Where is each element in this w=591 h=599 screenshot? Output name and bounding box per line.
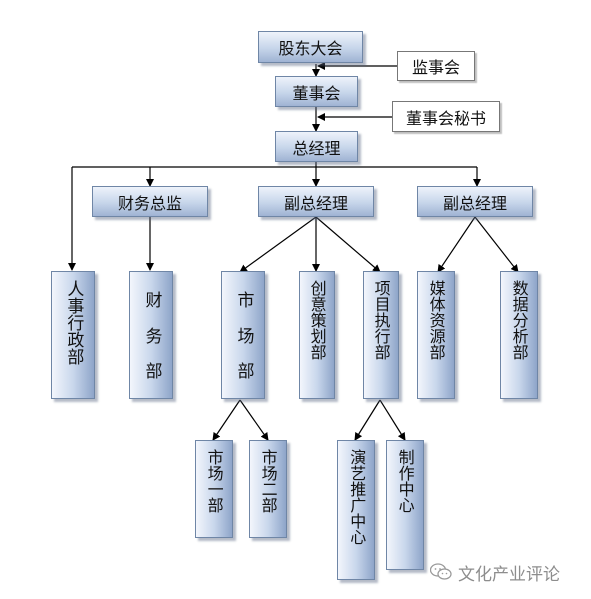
wechat-icon <box>430 563 452 580</box>
data-analysis-node: 数据分析部 <box>500 271 538 399</box>
link-project-perf <box>354 399 381 441</box>
vgm1-node: 副总经理 <box>258 186 374 217</box>
link-vgm2-data <box>474 216 519 273</box>
finance-node-char: 务 <box>141 326 162 344</box>
production-node: 制作中心 <box>386 440 424 570</box>
shareholders-node: 股东大会 <box>258 31 363 63</box>
board-node: 董事会 <box>275 76 358 107</box>
watermark: 文化产业评论 <box>430 560 560 585</box>
watermark-text: 文化产业评论 <box>458 564 560 585</box>
marketing-node: 市场部 <box>221 271 265 399</box>
vgm2-node: 副总经理 <box>417 186 533 217</box>
marketing-node-char: 市 <box>233 290 254 308</box>
media-node: 媒体资源部 <box>417 271 455 399</box>
finance-node-char: 部 <box>141 362 162 380</box>
market1-node: 市场一部 <box>195 440 233 538</box>
market2-node: 市场二部 <box>249 440 287 538</box>
finance-node: 财务部 <box>129 271 173 399</box>
project-node: 项目执行部 <box>363 271 399 399</box>
link-vgm1-marketing <box>239 216 317 273</box>
hr-admin-node: 人事行政部 <box>51 271 95 399</box>
gm-node: 总经理 <box>275 131 358 162</box>
board-secretary-node: 董事会秘书 <box>392 101 500 132</box>
creative-node: 创意策划部 <box>299 271 335 399</box>
cfo-node: 财务总监 <box>92 186 208 217</box>
marketing-node-char: 场 <box>233 326 254 344</box>
link-vgm1-project <box>315 216 381 273</box>
link-project-prod <box>379 399 406 441</box>
link-marketing-m1 <box>212 399 241 441</box>
link-vgm2-media <box>437 216 476 273</box>
link-marketing-m2 <box>239 399 269 441</box>
finance-node-char: 财 <box>141 290 162 308</box>
marketing-node-char: 部 <box>233 362 254 380</box>
performance-node: 演艺推广中心 <box>337 440 375 580</box>
supervisors-node: 监事会 <box>397 51 475 81</box>
